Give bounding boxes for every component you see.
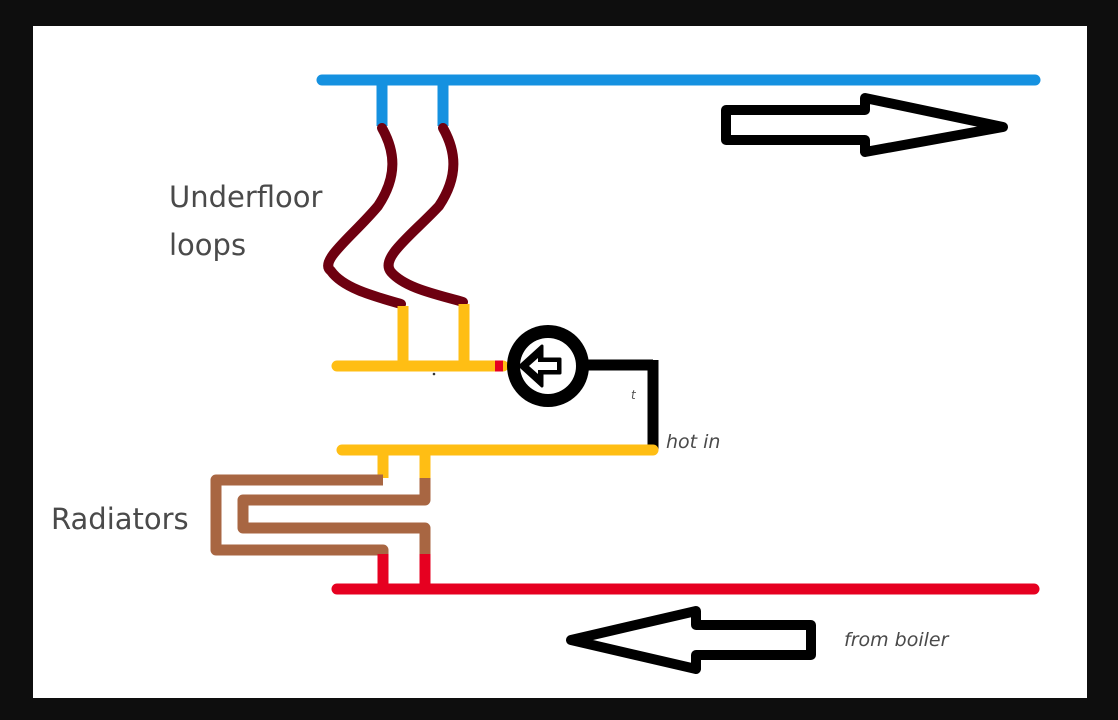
- pump-mark: t: [631, 388, 637, 402]
- heating-schematic: t Underfloor loops Radiators hot in from…: [51, 74, 1041, 674]
- radiator-inner: [237, 478, 431, 556]
- flow-arrow-right-icon: [721, 93, 1008, 157]
- manifold-dot: [432, 372, 436, 376]
- from-boiler-label: from boiler: [844, 629, 950, 651]
- boiler-flow-pipe: [331, 554, 1040, 595]
- flow-arrow-left-icon: [566, 606, 816, 674]
- underfloor-manifold: [331, 304, 509, 376]
- pump-arrow-hollow: [529, 358, 557, 374]
- return-pipe: [316, 74, 1041, 126]
- underfloor-loops: [323, 123, 468, 309]
- radiators: [210, 474, 431, 556]
- hot-in-label: hot in: [666, 431, 720, 453]
- radiator-outer: [210, 474, 389, 556]
- diagram-canvas: t Underfloor loops Radiators hot in from…: [33, 26, 1087, 698]
- underfloor-loops-label-line1: Underfloor: [169, 180, 323, 214]
- underfloor-loops-label-line2: loops: [169, 228, 246, 262]
- pump: t: [507, 325, 653, 407]
- underfloor-loop-1: [323, 123, 406, 309]
- radiator-supply: [336, 444, 659, 478]
- underfloor-loop-2: [383, 123, 468, 307]
- radiators-label: Radiators: [51, 502, 189, 536]
